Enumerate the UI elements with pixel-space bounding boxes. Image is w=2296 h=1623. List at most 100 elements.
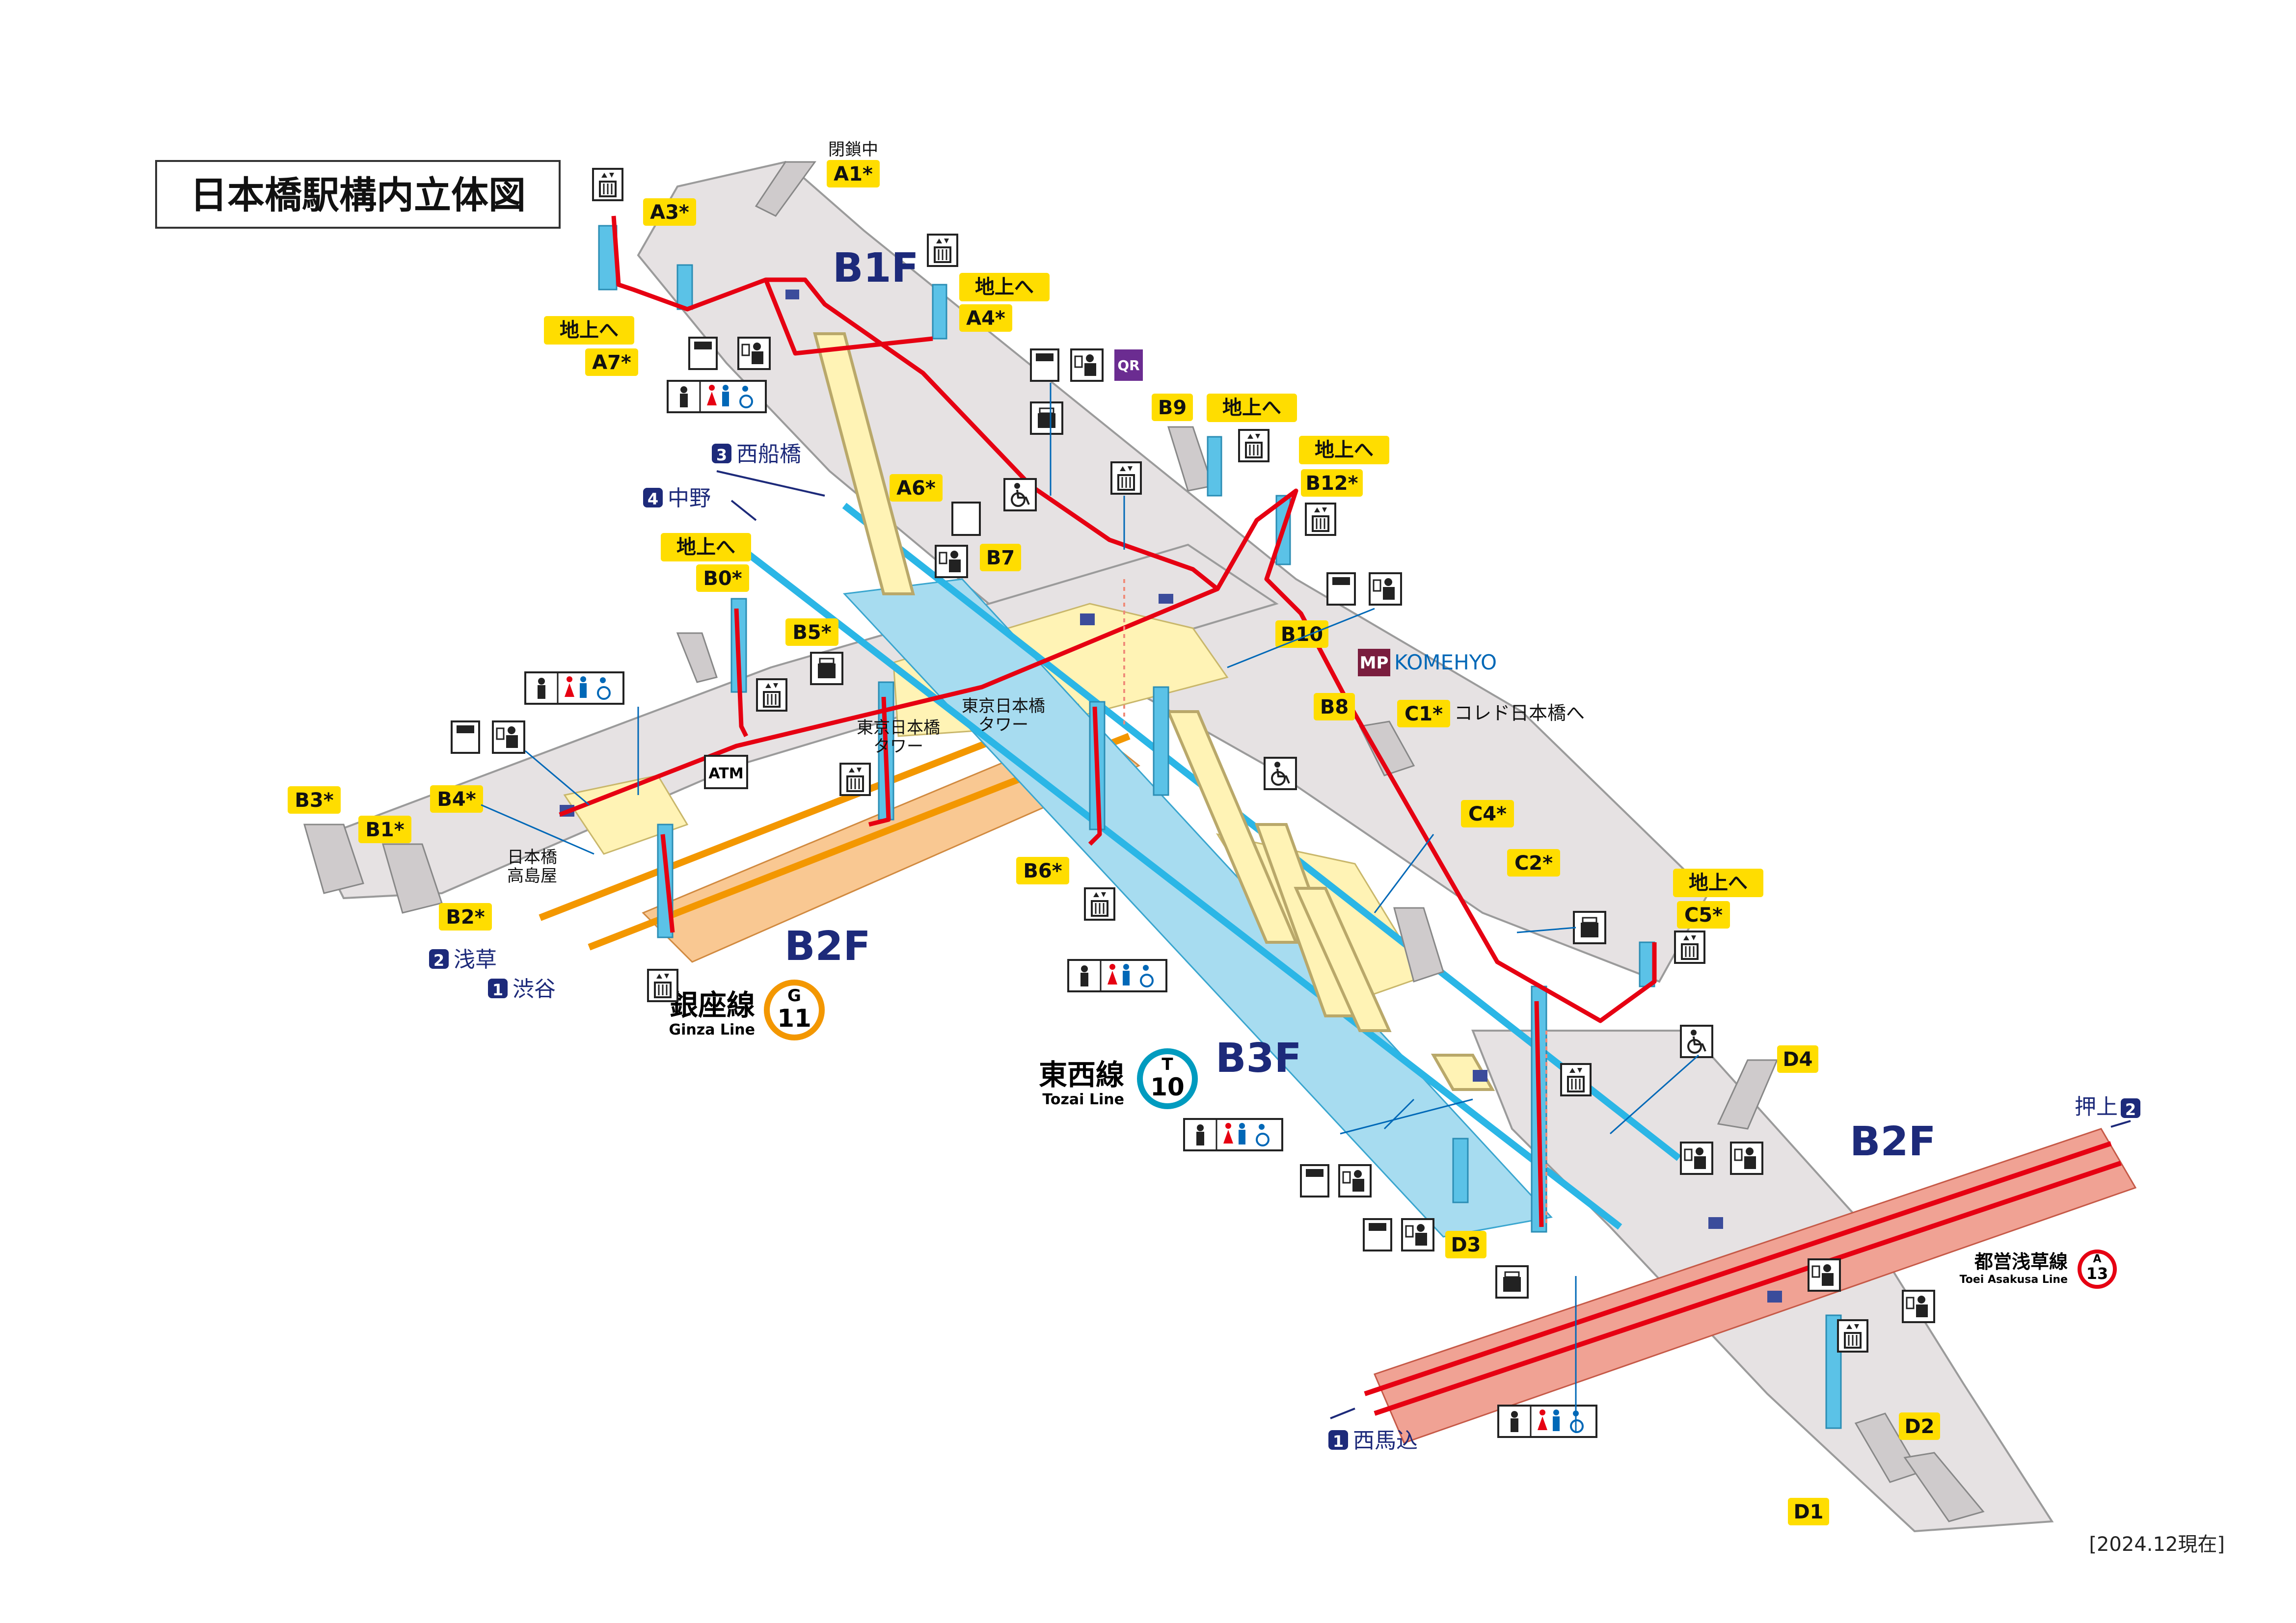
exit-b9-ground-box [1207, 394, 1297, 422]
exit-b8-box [1314, 693, 1355, 720]
ticket-machine-icon [451, 720, 480, 754]
asakusa-line-name-ja: 都営浅草線 [1974, 1251, 2068, 1273]
coin-locker-icon [1573, 911, 1606, 944]
exit-b3-label: B3* [295, 789, 333, 812]
exit-a1-label: A1* [834, 163, 873, 186]
atm-icon-text: ATM [708, 765, 743, 782]
exit-d4-box [1777, 1045, 1818, 1073]
exit-c4-label: C4* [1468, 803, 1507, 825]
exit-d1-box [1788, 1498, 1829, 1525]
elevator-icon [927, 234, 958, 267]
exit-b1-label: B1* [365, 819, 404, 841]
direction-oshiage: 押上 2 [2075, 1094, 2140, 1128]
exit-b8-label: B8 [1320, 696, 1349, 718]
stairs [813, 332, 1495, 1091]
direction-number: 1 [492, 981, 503, 999]
exit-c2-box [1507, 849, 1560, 877]
exit-b12-box [1301, 469, 1363, 497]
asakusa-line-letter: A [2093, 1253, 2101, 1265]
exit-b12-ground-label: 地上へ [1315, 439, 1374, 461]
exit-b7-box [980, 544, 1021, 571]
exit-b10-label: B10 [1281, 623, 1323, 646]
asakusa-line-badge: 都営浅草線 Toei Asakusa Line A 13 [1960, 1250, 2117, 1289]
tozai-line-name-en: Tozai Line [1042, 1091, 1124, 1108]
elevator-icon [1238, 429, 1270, 462]
direction-number: 1 [1333, 1432, 1344, 1451]
exit-b2-box [439, 903, 492, 931]
direction-number-box [712, 444, 731, 463]
station-staff-icon [1070, 348, 1104, 382]
restroom-icon [1497, 1405, 1597, 1438]
floor-label-b1f: B1F [833, 245, 919, 292]
exit-b12-label: B12* [1305, 472, 1358, 495]
direction-label: 西馬込 [1353, 1428, 1418, 1453]
komehyo-marker: MP KOMEHYO [1358, 649, 1497, 676]
floor-label-b2f-west: B2F [784, 923, 871, 970]
direction-nishifunabashi: 3 西船橋 [712, 442, 825, 497]
direction-asakusa: 2 浅草 [429, 947, 497, 972]
exit-c5-ground-box [1673, 869, 1763, 897]
direction-number: 3 [716, 446, 727, 464]
as-of-date: [2024.12現在] [2089, 1533, 2225, 1556]
exit-a1-closed-note: 閉鎖中 [828, 140, 878, 160]
exit-b7-label: B7 [986, 547, 1015, 569]
exit-b0-ground-label: 地上へ [676, 536, 735, 559]
tozai-line-symbol [1137, 1048, 1198, 1109]
exit-b0-label: B0* [703, 567, 742, 590]
elevator-icon [1110, 461, 1142, 495]
exit-a1-box [827, 160, 880, 187]
ticket-machine-icon [1030, 348, 1059, 382]
wheelchair-icon [1003, 478, 1037, 511]
direction-arrow [716, 470, 825, 497]
exit-a7-ground-box [544, 316, 634, 345]
exit-b0-box [696, 564, 749, 592]
station-staff-icon [1401, 1218, 1434, 1251]
direction-label: 中野 [668, 486, 711, 511]
exit-a7-ground-label: 地上へ [560, 319, 619, 342]
direction-number-box [2121, 1098, 2140, 1118]
elevator-icon [1837, 1319, 1868, 1353]
exit-b0-ground-box [661, 533, 751, 561]
atm-icon: ATM [704, 755, 748, 789]
exit-a3-box [643, 198, 696, 226]
floor-label-b2f-east: B2F [1850, 1118, 1936, 1165]
exit-b9-box [1152, 394, 1193, 421]
direction-number-box [488, 979, 508, 998]
elevator-icon [1305, 503, 1336, 536]
wheelchair-icon [1264, 757, 1297, 790]
direction-arrow [2110, 1120, 2131, 1128]
exit-b4-label: B4* [437, 788, 476, 811]
station-staff-icon [1369, 572, 1402, 606]
elevator-icon [839, 763, 871, 796]
facility-icons: QR ATM [451, 168, 1935, 1438]
elevator-icon [1674, 931, 1705, 964]
exit-b5-box [785, 618, 838, 646]
direction-nishimagome: 1 西馬込 [1328, 1408, 1418, 1453]
coin-locker-icon [1030, 401, 1063, 435]
direction-label: 浅草 [454, 947, 497, 972]
exit-c1-label: C1* [1405, 703, 1443, 725]
exit-c2-label: C2* [1514, 852, 1553, 875]
exit-a7-box [585, 348, 638, 376]
ginza-line-number: 11 [777, 1004, 811, 1033]
ginza-line-symbol [764, 980, 825, 1040]
ginza-line-badge: 銀座線 Ginza Line G 11 [669, 980, 825, 1040]
station-staff-icon [1680, 1142, 1713, 1175]
exit-b2-label: B2* [446, 906, 485, 929]
exit-b1-box [358, 816, 411, 843]
restroom-icon [1067, 959, 1167, 992]
tozai-line-letter: T [1162, 1055, 1173, 1074]
ticket-machine-icon [1326, 572, 1356, 606]
exit-b6-box [1016, 857, 1069, 884]
direction-arrow [1330, 1408, 1355, 1419]
ticket-machine-icon [1300, 1164, 1329, 1197]
coredo-label: コレド日本橋へ [1454, 702, 1585, 724]
direction-shibuya: 1 渋谷 [488, 977, 556, 1002]
exit-a4-box [959, 304, 1012, 332]
exit-c5-label: C5* [1684, 904, 1723, 927]
exit-d1-label: D1 [1793, 1501, 1823, 1523]
qr-icon: QR [1114, 349, 1143, 381]
tozai-line-badge: 東西線 Tozai Line T 10 [1039, 1048, 1198, 1109]
elevator-icon [592, 168, 623, 201]
